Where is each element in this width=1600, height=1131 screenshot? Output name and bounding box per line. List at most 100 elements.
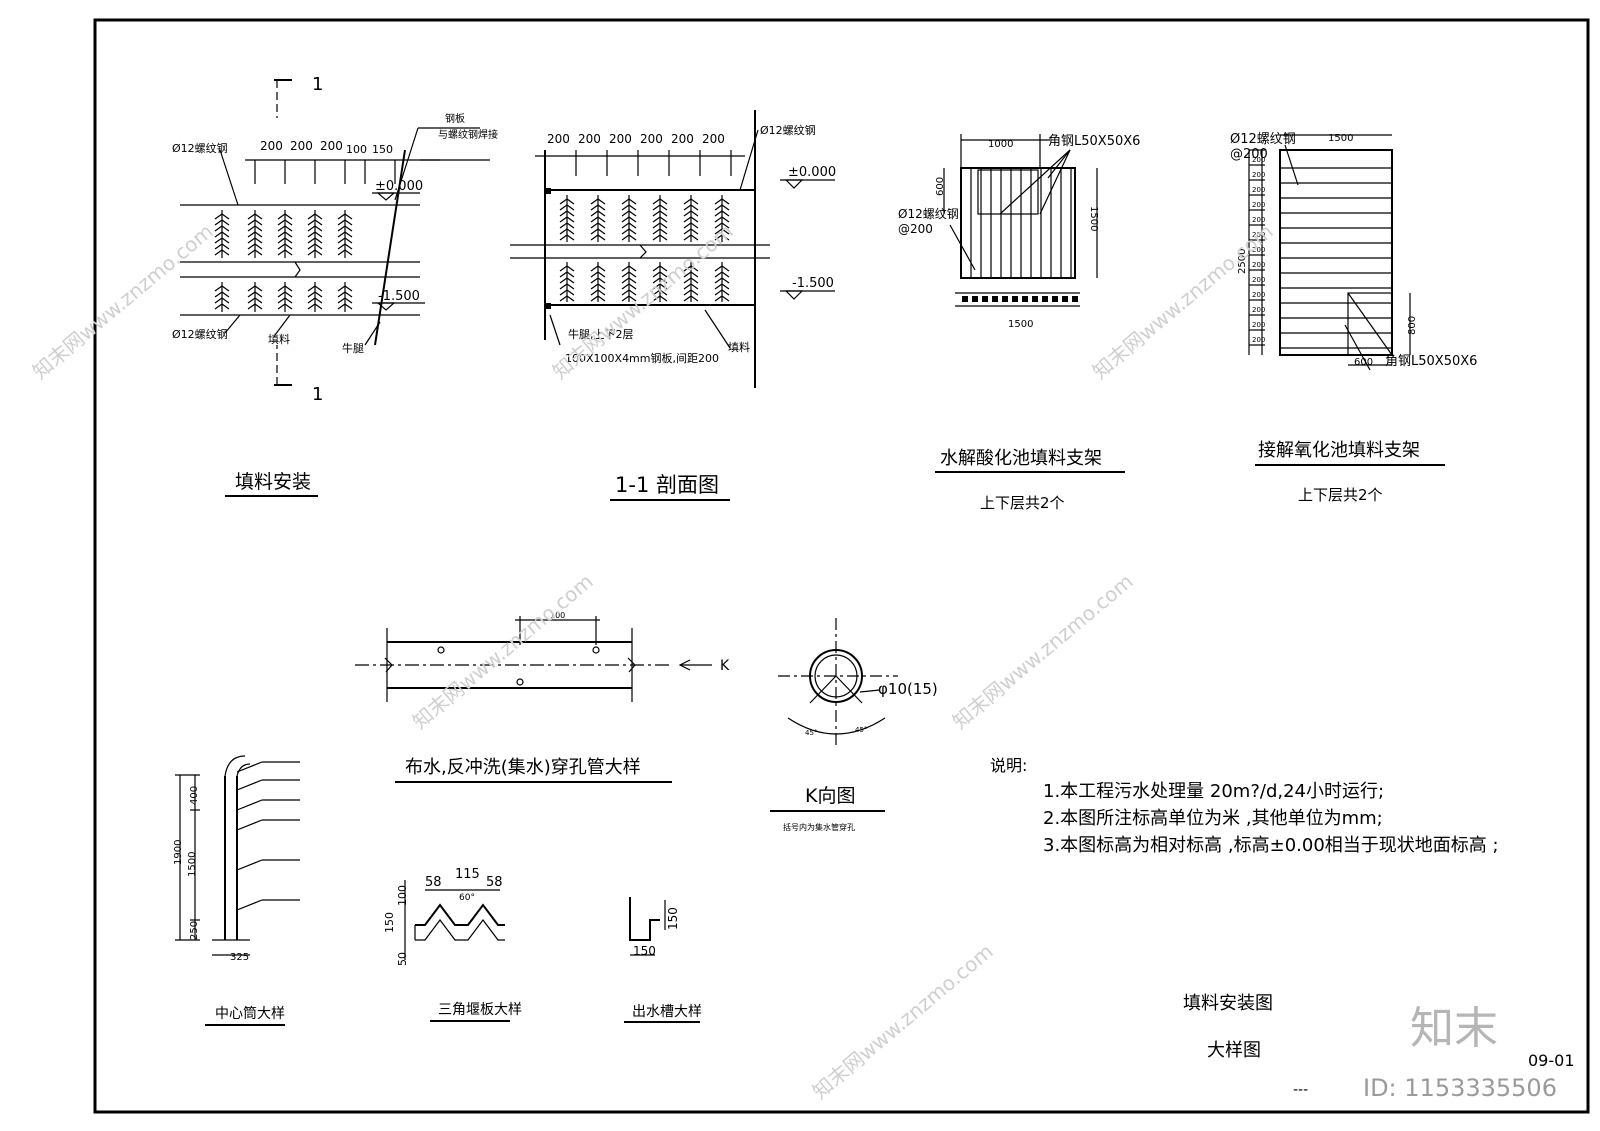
- sec-rebar-label: Ø12螺纹钢: [760, 123, 816, 137]
- fill-bundle-fibre: [307, 225, 323, 232]
- watermark-text-6: 知末网www.znzmo.com: [808, 939, 998, 1104]
- fill-bundle-fibre: [559, 228, 575, 235]
- fill-bundle-fibre: [652, 222, 668, 229]
- hyd-dim-bottom: 1500: [1008, 319, 1033, 330]
- fill-install-view: 1 1 200 200 200 100 150 ±0.000 -1.500: [172, 74, 498, 497]
- fill-bundle-fibre: [214, 297, 230, 304]
- fill-label: 填料: [268, 332, 290, 346]
- rebar-section: [1022, 296, 1028, 302]
- fill-bundle-fibre: [337, 285, 353, 292]
- row-dim-label: 200: [1252, 246, 1265, 254]
- fill-bundle-fibre: [652, 271, 668, 278]
- watermark-logo: 知末: [1410, 1003, 1498, 1054]
- tube-leader: [236, 819, 263, 831]
- rebar-section: [992, 296, 998, 302]
- fill-bundle-fibre: [559, 216, 575, 223]
- hyd-title: 水解酸化池填料支架: [940, 448, 1102, 469]
- fill-bundle-fibre: [714, 234, 730, 241]
- dim-3: 200: [320, 139, 343, 153]
- note-3: 3.本图标高为相对标高 ,标高±0.00相当于现状地面标高 ;: [1043, 835, 1499, 856]
- weir-dim-top-2: 115: [455, 867, 480, 882]
- row-dim-label: 200: [1252, 336, 1265, 344]
- fill-bundle-fibre: [714, 228, 730, 235]
- fill-bundle-fibre: [621, 204, 637, 211]
- fill-bundle-fibre: [277, 303, 293, 310]
- fill-bundle-fibre: [214, 249, 230, 256]
- note-1: 1.本工程污水处理量 20m?/d,24小时运行;: [1043, 781, 1384, 802]
- dim-1: 200: [260, 139, 283, 153]
- fill-bundle-fibre: [307, 297, 323, 304]
- title-dash: ---: [1293, 1082, 1308, 1098]
- fill-bundle-fibre: [683, 289, 699, 296]
- fill-bundle-fibre: [307, 243, 323, 250]
- fill-bundle-fibre: [621, 283, 637, 290]
- dim-4: 100: [346, 143, 367, 156]
- fill-bundle-fibre: [621, 216, 637, 223]
- row-dim-label: 200: [1252, 306, 1265, 314]
- anox-subtitle: 上下层共2个: [1298, 486, 1383, 504]
- plate-note-2: 与螺纹钢焊接: [438, 128, 498, 141]
- weir-dim-left-3: 50: [396, 952, 409, 966]
- fill-bundle-fibre: [652, 228, 668, 235]
- fill-bundle-fibre: [714, 265, 730, 272]
- hyd-dim-top: 1000: [988, 139, 1013, 150]
- fill-bundle-fibre: [214, 219, 230, 226]
- fill-bundle-fibre: [714, 222, 730, 229]
- fill-bundle-fibre: [559, 198, 575, 205]
- hyd-spacing-label: @200: [898, 222, 933, 236]
- watermark-id: ID: 1153335506: [1363, 1074, 1557, 1102]
- notes-heading: 说明:: [990, 756, 1027, 775]
- fill-bundle-fibre: [621, 265, 637, 272]
- fill-bundle-fibre: [214, 213, 230, 220]
- rebar-section: [1062, 296, 1068, 302]
- rebar-top-label: Ø12螺纹钢: [172, 141, 228, 155]
- fill-bundle-fibre: [247, 231, 263, 238]
- section-mark-top: 1: [312, 74, 323, 95]
- fill-bundle-fibre: [683, 210, 699, 217]
- fill-bundle-fibre: [307, 285, 323, 292]
- fill-bundles-upper: [214, 210, 353, 258]
- tube-dim-1: 400: [189, 786, 200, 805]
- fill-bundle-fibre: [559, 271, 575, 278]
- fill-bundle-fibre: [621, 271, 637, 278]
- elev-bottom: -1.500: [378, 289, 420, 304]
- fill-bundle-fibre: [621, 198, 637, 205]
- row-dim-label: 200: [1252, 216, 1265, 224]
- notes-block: 说明: 1.本工程污水处理量 20m?/d,24小时运行; 2.本图所注标高单位…: [990, 756, 1499, 856]
- sec-dim-4: 200: [640, 132, 663, 146]
- k-title: K向图: [805, 785, 855, 807]
- hyd-dim-left: 600: [935, 177, 946, 196]
- fill-bundle-fibre: [559, 277, 575, 284]
- k-angle-a: 45°: [805, 729, 817, 737]
- fill-bundle-fibre: [590, 295, 606, 302]
- fill-bundle-fibre: [590, 198, 606, 205]
- fill-bundle-fibre: [652, 295, 668, 302]
- ox-label: 牛腿: [342, 341, 364, 355]
- fill-bundle-fibre: [307, 303, 323, 310]
- fill-bundle-fibre: [683, 271, 699, 278]
- fill-bundle-fibre: [214, 243, 230, 250]
- fill-bundle-fibre: [337, 297, 353, 304]
- fill-bundle-fibre: [683, 277, 699, 284]
- note-2: 2.本图所注标高单位为米 ,其他单位为mm;: [1043, 808, 1383, 829]
- fill-bundle-fibre: [277, 243, 293, 250]
- tube-title: 中心筒大样: [215, 1005, 285, 1022]
- tube-dim-4: 1900: [173, 840, 184, 865]
- fill-bundle-fibre: [247, 285, 263, 292]
- fill-bundle-fibre: [590, 289, 606, 296]
- fill-bundle-fibre: [247, 249, 263, 256]
- anoxic-support-view: 1500 20020020020020020020020020020020020…: [1230, 132, 1477, 504]
- anox-rebar-label: Ø12螺纹钢: [1230, 132, 1296, 147]
- fill-bundle-fibre: [652, 204, 668, 211]
- rebar-section: [962, 296, 968, 302]
- sec-elev-top: ±0.000: [788, 165, 836, 180]
- fill-bundle-fibre: [590, 265, 606, 272]
- row-dim-label: 200: [1252, 276, 1265, 284]
- fill-bundle-fibre: [337, 303, 353, 310]
- rebar-section: [1042, 296, 1048, 302]
- weir-dim-left-2: 150: [383, 912, 396, 933]
- fill-bundle-fibre: [307, 291, 323, 298]
- perforated-pipe-view: 100 K 布水,反冲洗(集水)穿孔管大样: [355, 611, 730, 783]
- anox-dim-bottom: 600: [1354, 357, 1373, 368]
